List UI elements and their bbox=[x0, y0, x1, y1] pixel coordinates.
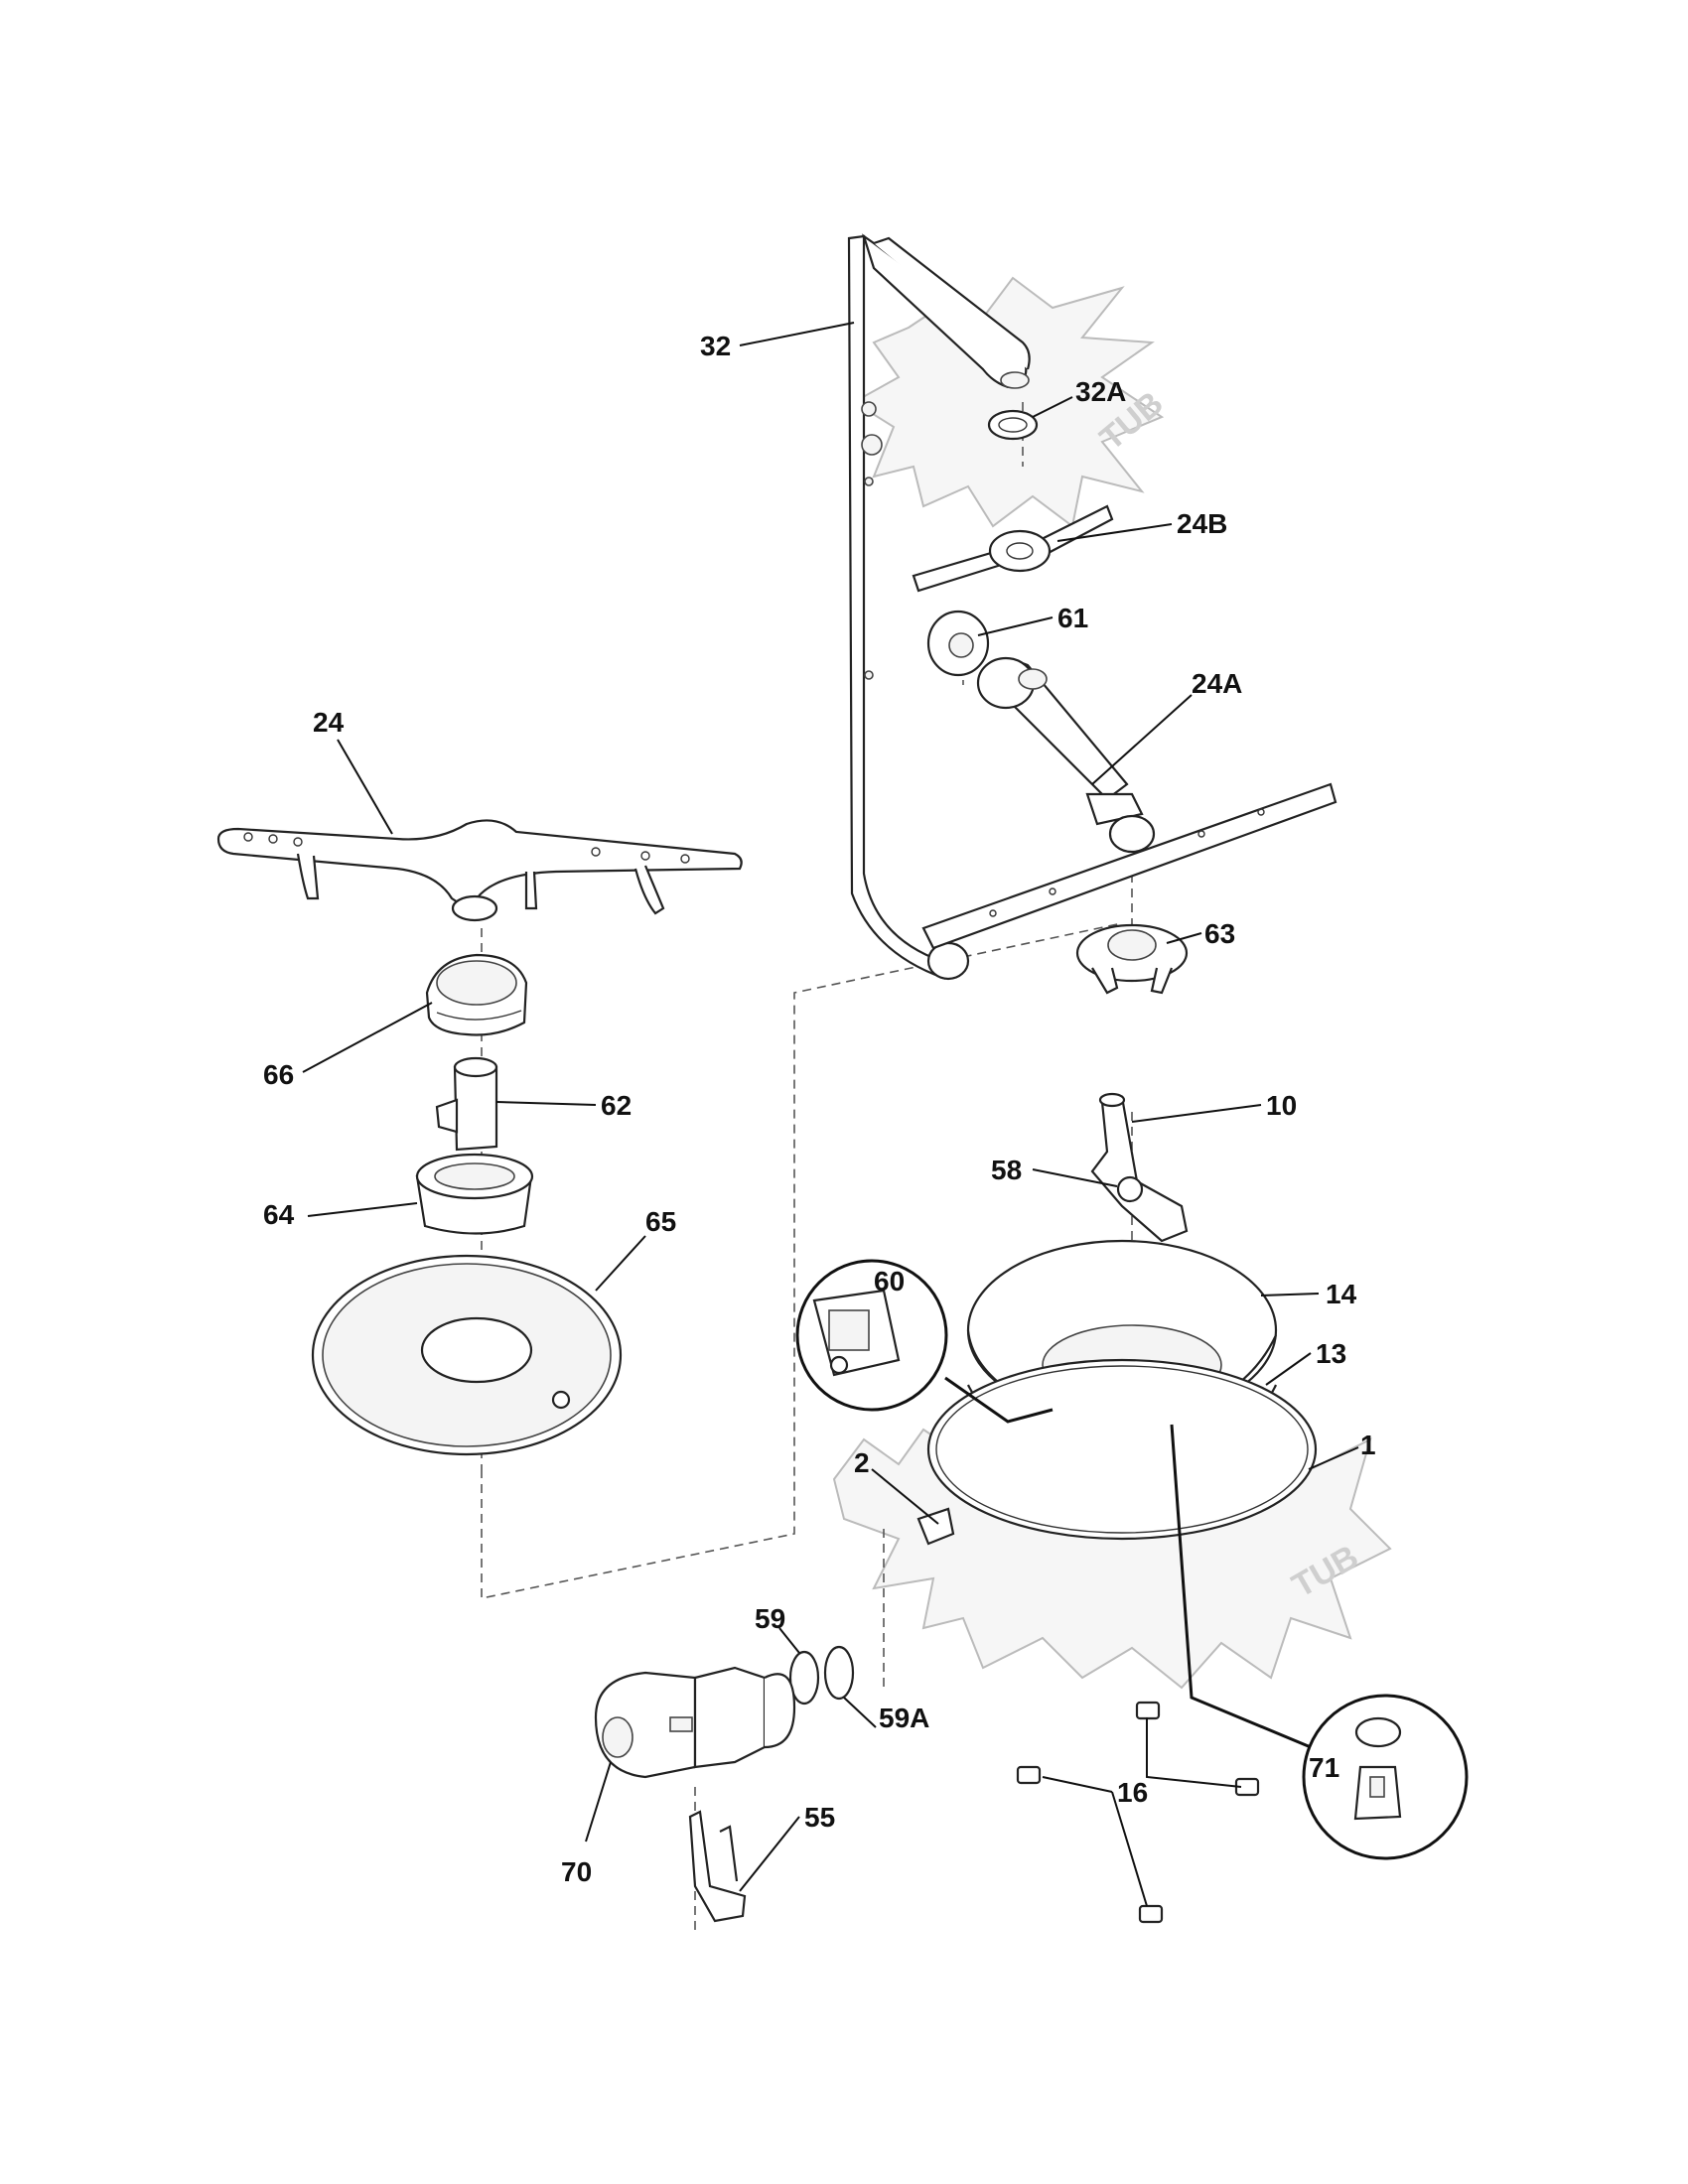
callout-63: 63 bbox=[1204, 918, 1235, 949]
part-61-disc bbox=[926, 610, 990, 677]
callout-62: 62 bbox=[601, 1090, 632, 1121]
callout-14: 14 bbox=[1326, 1279, 1357, 1309]
part-32-supply-tube bbox=[847, 233, 1031, 981]
callout-13: 13 bbox=[1316, 1338, 1346, 1369]
callout-55: 55 bbox=[804, 1802, 835, 1833]
part-63-cap bbox=[1075, 923, 1189, 995]
callout-65: 65 bbox=[645, 1206, 676, 1237]
callout-71: 71 bbox=[1309, 1752, 1339, 1783]
part-32a-ring bbox=[987, 409, 1039, 441]
part-66-filter bbox=[425, 953, 528, 1036]
callout-60: 60 bbox=[874, 1266, 905, 1297]
part-60-detail bbox=[795, 1259, 948, 1412]
callout-59: 59 bbox=[755, 1603, 785, 1634]
callout-10: 10 bbox=[1266, 1090, 1297, 1121]
part-10-diverter bbox=[1090, 1092, 1189, 1243]
part-71-detail bbox=[1302, 1694, 1469, 1860]
callout-2: 2 bbox=[854, 1447, 870, 1478]
callout-59a: 59A bbox=[879, 1703, 929, 1733]
callout-61: 61 bbox=[1057, 603, 1088, 633]
wire-60 bbox=[944, 1376, 1054, 1424]
part-64-filter-cup bbox=[415, 1153, 534, 1235]
leader-lines bbox=[302, 322, 1359, 1907]
part-2-clip bbox=[916, 1507, 955, 1546]
part-55-bracket bbox=[688, 1810, 747, 1923]
callout-24b: 24B bbox=[1177, 508, 1227, 539]
part-24a-spray-arm bbox=[921, 656, 1337, 950]
callout-16: 16 bbox=[1117, 1777, 1148, 1808]
callout-1: 1 bbox=[1360, 1430, 1376, 1460]
callout-66: 66 bbox=[263, 1059, 294, 1090]
callout-58: 58 bbox=[991, 1155, 1022, 1185]
part-70-pump bbox=[594, 1666, 796, 1779]
callout-70: 70 bbox=[561, 1856, 592, 1887]
part-58-ball bbox=[1116, 1175, 1144, 1203]
part-65-mesh-plate bbox=[311, 1254, 623, 1456]
callout-32a: 32A bbox=[1075, 376, 1126, 407]
part-16-pads bbox=[1016, 1701, 1260, 1924]
callout-labels: 32 32A 24B 61 24A 24 63 66 62 10 58 64 6… bbox=[263, 331, 1376, 1887]
callout-24a: 24A bbox=[1192, 668, 1242, 699]
part-24b-spray-arm bbox=[912, 504, 1114, 593]
part-24-lower-spray-arm bbox=[216, 819, 743, 922]
part-62-tube bbox=[435, 1056, 498, 1152]
part-1-ring bbox=[926, 1358, 1318, 1541]
callout-24: 24 bbox=[313, 707, 345, 738]
part-59-orings bbox=[788, 1645, 855, 1706]
wire-71 bbox=[1170, 1424, 1312, 1749]
callout-64: 64 bbox=[263, 1199, 295, 1230]
callout-32: 32 bbox=[700, 331, 731, 361]
